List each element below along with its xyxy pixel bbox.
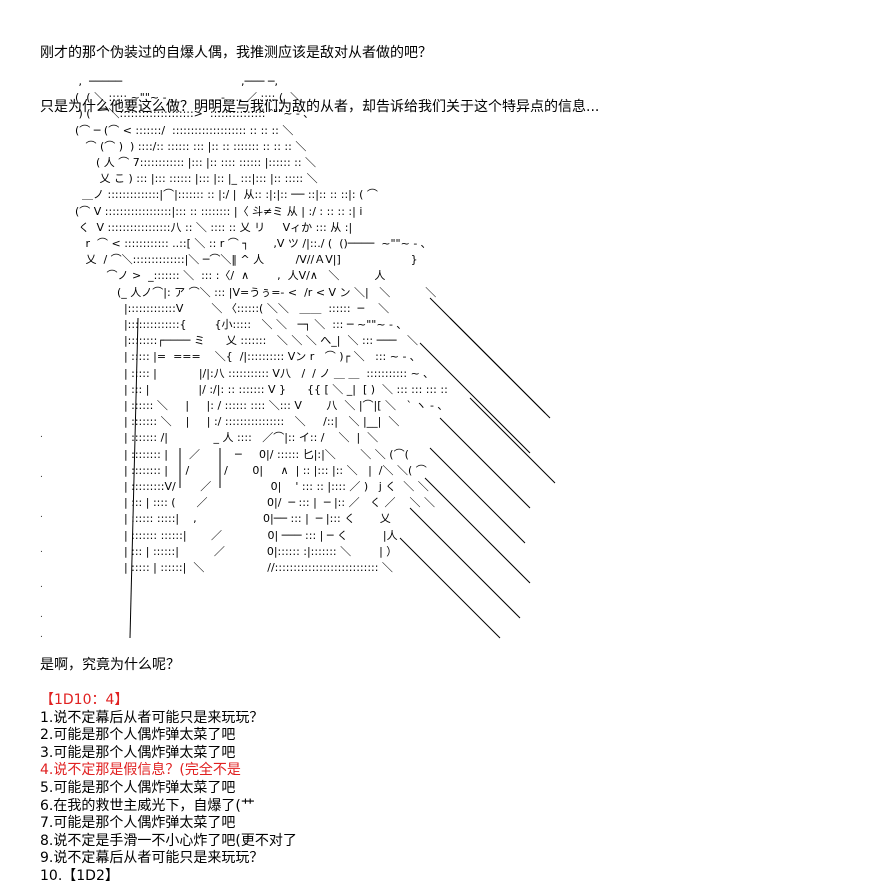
ascii-art-line: く V :::::::::::::::::八 :: ＼ :::: :: 乂 リ … [68,220,353,234]
ascii-art-line: |:::::::::::::V ＼ 〈::::::( ＼＼ ＿＿ :::::: … [68,301,390,315]
ascii-art-line: ) ( ⌒＼::::::::::::::::::::> ::::::::::::… [68,107,309,121]
ascii-art-line: | ::::: | |/|:八 ::::::::::: V八 / / ノ ＿ ＿… [68,366,429,380]
ascii-art-text: , ───── ,─── ─, ( ( ＼ ::::: ~""~ - ､ ,..… [68,74,448,576]
ascii-art-line: | :::::: :::::| , 0|── ::: | ─ |::: く 乂 [68,512,391,526]
ascii-art-line: r ⌒ < :::::::::::: ..::[ ＼ :: r ⌒ ┐ ,V ツ… [68,237,427,251]
dice-option: 1.说不定幕后从者可能只是来玩玩？ [40,709,264,726]
ascii-art-line: |::::::::::::::{ {小::::: ＼ ＼ ─┐ ＼ ::: ─ … [68,318,402,332]
ascii-art-line: | ::::: | ::::::| ＼ //::::::::::::::::::… [68,561,393,575]
intro-text: 刚才的那个伪装过的自爆人偶，我推测应该是敌对从者做的吧？ 只是为什么他要这么做？… [40,8,599,134]
edge-mark: . [40,610,43,620]
dice-option: 6.在我的救世主威光下，自爆了(艹 [40,797,255,814]
ascii-art-line: | ::: | ::::::| ／ 0|:::::: :|::::::: ＼ |… [68,544,398,558]
dice-option: 2.可能是那个人偶炸弹太菜了吧 [40,727,236,744]
dice-option: 7.可能是那个人偶炸弹太菜了吧 [40,815,236,832]
dice-option: 8.说不定是手滑一不小心炸了吧(更不对了 [40,832,297,849]
ascii-art-line: ( ( ＼ ::::: ~""~ - ､ ,..-..... ／ ::::.( … [68,91,302,105]
intro-line-1: 刚才的那个伪装过的自爆人偶，我推测应该是敌对从者做的吧？ [40,45,432,61]
intro-line-2: 只是为什么他要这么做？明明是与我们为敌的从者，却告诉给我们关于这个特异点的信息.… [40,99,600,115]
ascii-art-line: ⌒ (⌒ ) ) ::::/:: :::::: ::: |:: :: :::::… [68,139,307,153]
ascii-art-lines [129,297,556,639]
ascii-art-line: 乂 / ⌒＼::::::::::::::|＼ ─⌒＼‖ ^ 人 /V//ＡV|]… [68,253,418,267]
edge-mark: . [40,470,43,480]
ascii-art-line: | :::::: ＼ | |: / :::::: :::: ＼::: V 八 ＼… [68,399,443,413]
ascii-art-line: 乂 こ ) ::: |::: :::::: |::: |:: |_ :::|::… [68,172,318,186]
edge-mark: . [40,510,43,520]
edge-mark: . [40,430,43,440]
ascii-art-line: | :::::::: | ／ ─ 0|/ :::::: 匕|:|＼ ＼ ＼ (⌒… [68,447,409,461]
ascii-art-line: ＿ノ ::::::::::::::|⌒|::::::: :: |:/ | 从::… [68,188,378,202]
dice-option: 3.可能是那个人偶炸弹太菜了吧 [40,744,236,761]
edge-mark: . [40,630,43,640]
ascii-art-line: (⌒ V ::::::::::::::::::|::: :: :::::::: … [68,204,363,218]
ascii-art-line: | ::: | :::: ( ／ 0|/ ─ ::: | ─ |:: ／ く ／… [68,496,436,510]
dice-roll-block: 【1D10：4】 1.说不定幕后从者可能只是来玩玩？ 2.可能是那个人偶炸弹太菜… [40,692,297,886]
dice-option: 5.可能是那个人偶炸弹太菜了吧 [40,779,236,796]
ascii-art-line: | ::::::: ＼ | | :/ :::::::::::::::: ＼ /:… [68,415,400,429]
ascii-art-line: (⌒ ─ (⌒ < :::::::/ :::::::::::::::::::: … [68,123,294,137]
edge-mark: . [40,545,43,555]
ascii-art-line: (_ 人ノ⌒|: ア ⌒＼ ::: |V=うぅ=- < /r < V ン ＼| … [68,285,437,299]
ascii-art-line: | ::: | |/ :/|: :: ::::::: V } {{ [ ＼ _|… [68,382,448,396]
reply-text: 是啊，究竟为什么呢？ [40,657,180,673]
dice-option: 10.【1D2】 [40,867,119,884]
ascii-art-line: |::::::::┌──── ミ 乂 ::::::: ＼ ＼ ＼ へ_| ＼ :… [68,334,418,348]
ascii-art-figure [30,68,570,650]
ascii-art-line: ⌒ノ > _::::::: ＼ ::: :〈/ ∧ , 人V/∧ ＼ 人 [68,269,386,283]
ascii-art-line: | :::::::: | / / 0| ∧ | :: |::: |:: ＼ | … [68,463,427,477]
ascii-art-line: | ::::::: /| _ 人 :::: ／⌒|:: イ:: / ＼ | ＼ [68,431,379,445]
ascii-art-line: ( 人 ⌒ 7:::::::::::: |::: |:: :::: ::::::… [68,156,317,170]
dice-header: 【1D10：4】 [40,692,129,708]
ascii-art-line: | ::::::: ::::::| ／ 0| ─── ::: | ─ く |人 [68,528,398,542]
ascii-art-line: | ::::: |= === ＼{ /|:::::::::: Vン r ⌒ )┌… [68,350,416,364]
dice-option: 9.说不定幕后从者可能只是来玩玩？ [40,850,264,867]
edge-mark: . [40,580,43,590]
dice-option-selected: 4.说不定那是假信息？(完全不是 [40,762,241,779]
ascii-art-line: | :::::::::V/ ／ 0| ' ::: :: |:::: ／ ) j … [68,480,429,494]
ascii-art-line: , ───── ,─── ─, [68,75,278,88]
